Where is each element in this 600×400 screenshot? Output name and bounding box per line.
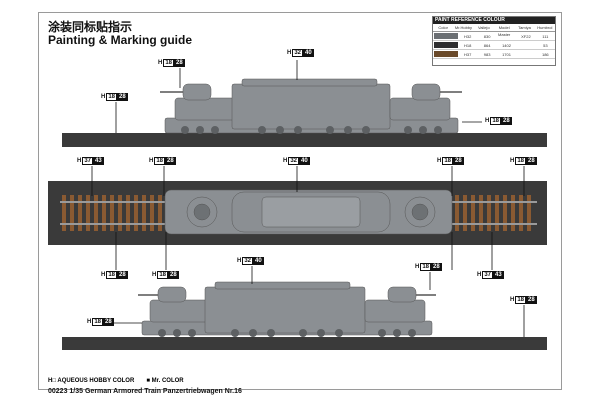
cell: 111 xyxy=(542,33,549,39)
col-modelmaster: Model Master xyxy=(498,25,511,37)
reference-header: Color Mr.Hobby Vallejo Model Master Tami… xyxy=(433,24,555,37)
col-vallejo: Vallejo xyxy=(477,25,490,30)
cell: 830 xyxy=(483,33,491,39)
color-swatch xyxy=(434,33,458,39)
leader-lines xyxy=(91,60,525,337)
col-color: Color xyxy=(438,25,448,30)
legend: H□ AQUEOUS HOBBY COLOR ■ Mr. COLOR xyxy=(48,378,184,384)
reference-title: PAINT REFERENCE COLOUR xyxy=(433,17,555,24)
cell: 1701 xyxy=(502,51,511,57)
code-chip: H18 xyxy=(464,42,472,48)
train-side-view-top xyxy=(160,78,462,134)
code-chip: H32 xyxy=(464,33,472,39)
track-ties-right xyxy=(455,195,531,231)
paint-reference-table: PAINT REFERENCE COLOUR Color Mr.Hobby Va… xyxy=(432,16,556,66)
rail-top xyxy=(62,133,547,147)
wheels-bottom xyxy=(158,329,416,337)
train-top-view xyxy=(164,189,453,235)
title-english: Painting & Marking guide xyxy=(48,33,193,47)
col-humbrol: Humbrol xyxy=(537,25,553,30)
cell: 983 xyxy=(483,51,491,57)
footer-caption: 00223 1/35 German Armored Train Panzertr… xyxy=(48,388,242,395)
rail-bottom xyxy=(62,337,547,350)
reference-row: H32 830 XF22 111 xyxy=(433,32,555,41)
reference-row: H18 864 1402 53 xyxy=(433,41,555,50)
code-chip: H37 xyxy=(464,51,472,57)
cell: XF22 xyxy=(521,33,531,39)
track-ties-left xyxy=(62,195,162,231)
legend-aqueous: H□ AQUEOUS HOBBY COLOR xyxy=(48,378,135,384)
wheels-top xyxy=(181,126,442,134)
reference-row: H37 983 1701 186 xyxy=(433,50,555,59)
cell: 53 xyxy=(543,42,548,48)
cell: 864 xyxy=(483,42,491,48)
track-rails xyxy=(60,201,537,225)
title-chinese: 涂装同标贴指示 xyxy=(48,20,133,34)
col-mrhobby: Mr.Hobby xyxy=(454,25,473,30)
color-swatch xyxy=(434,51,458,57)
color-swatch xyxy=(434,42,458,48)
cell: 186 xyxy=(541,51,549,57)
cell: 1402 xyxy=(502,42,511,48)
col-tamiya: Tamiya xyxy=(518,25,531,30)
legend-mrcolor: ■ Mr. COLOR xyxy=(146,378,184,384)
train-side-view-bottom xyxy=(138,281,436,336)
